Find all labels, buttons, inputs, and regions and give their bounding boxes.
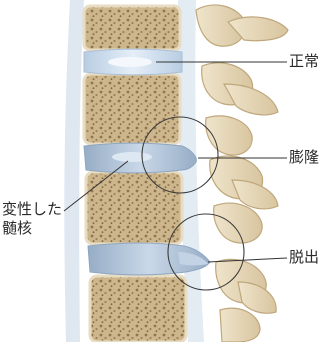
label-normal: 正常 bbox=[289, 52, 319, 71]
posterior-elements bbox=[196, 5, 288, 342]
label-degenerated-line2: 髄核 bbox=[2, 219, 62, 238]
label-herniated: 脱出 bbox=[289, 248, 319, 267]
label-degenerated-line1: 変性した bbox=[2, 200, 62, 219]
anterior-ligament bbox=[64, 0, 84, 342]
label-bulging: 膨隆 bbox=[289, 148, 319, 167]
nucleus-normal bbox=[108, 57, 152, 67]
label-degenerated-nucleus: 変性した 髄核 bbox=[2, 200, 62, 238]
leader-herniated bbox=[208, 258, 287, 262]
nucleus-degenerated bbox=[112, 152, 152, 162]
